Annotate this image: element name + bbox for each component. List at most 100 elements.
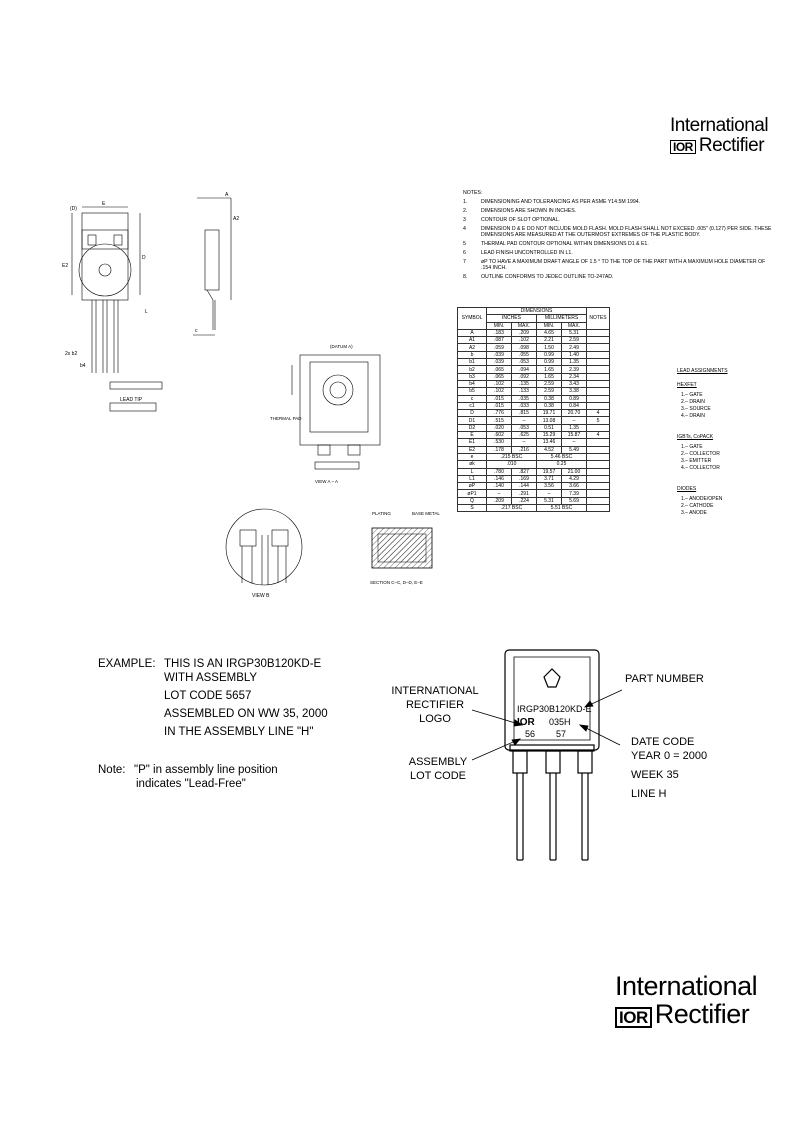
table-cell: .053 [511, 423, 537, 433]
table-cell: .053 [511, 358, 537, 367]
table-cell: 0.84 [561, 401, 587, 411]
table-cell [586, 358, 610, 367]
example-label: EXAMPLE: [98, 658, 156, 670]
note-item: 4 DIMENSION D & E DO NOT INCLUDE MOLD FLA… [463, 226, 773, 238]
table-cell: .144 [511, 482, 537, 491]
note-number: 2. [463, 208, 468, 214]
note-label: Note: [98, 764, 126, 776]
table-cell: 2.34 [561, 372, 587, 381]
table-cell: .102 [511, 336, 537, 345]
table-cell: 15.87 [561, 431, 587, 440]
table-cell: A1 [457, 336, 487, 345]
note-text: øP TO HAVE A MAXIMUM DRAFT ANGLE OF 1.5 … [481, 259, 766, 271]
label-date-code: DATE CODE YEAR 0 = 2000 WEEK 35 LINE H [631, 736, 708, 800]
table-cell: E [457, 431, 487, 440]
svg-text:A: A [225, 192, 229, 198]
table-cell: 2.21 [536, 336, 562, 345]
note-number: 4 [463, 226, 466, 232]
table-cell: .217 BSC [486, 503, 537, 513]
table-cell: 4 [586, 409, 610, 418]
table-cell: .065 [486, 365, 512, 374]
table-cell: 3.43 [561, 379, 587, 389]
table-cell: .033 [511, 401, 537, 411]
table-cell: .065 [486, 372, 512, 381]
table-cell: .020 [486, 423, 512, 433]
marking-lot-1: 56 [525, 729, 535, 739]
table-cell: 0.38 [536, 401, 562, 411]
plating-label: PLATING [372, 511, 391, 516]
table-cell: .140 [486, 482, 512, 491]
svg-text:A2: A2 [233, 216, 239, 222]
lead-item: 3.– EMITTER [681, 458, 712, 464]
table-cell: .224 [511, 496, 537, 506]
note-number: 8. [463, 274, 468, 280]
note-number: 1. [463, 199, 468, 205]
notes-title: NOTES: [463, 190, 483, 196]
table-cell: 1.65 [536, 372, 562, 381]
view-a-a-label: VIEW A – A [315, 479, 338, 484]
svg-text:b4: b4 [80, 363, 86, 369]
lead-group-title: DIODES [677, 486, 697, 492]
table-cell [586, 394, 610, 403]
note-text: DIMENSION D & E DO NOT INCLUDE MOLD FLAS… [481, 226, 772, 238]
table-cell: 13.08 [536, 416, 562, 425]
table-cell: 2.39 [561, 365, 587, 374]
table-cell: .602 [486, 431, 512, 440]
example-block: EXAMPLE: THIS IS AN IRGP30B120KD-E WITH … [98, 657, 328, 791]
note-text: LEAD FINISH UNCONTROLLED IN L1. [481, 250, 573, 256]
table-cell [586, 336, 610, 345]
table-cell: 2.59 [536, 387, 562, 396]
table-cell: – [561, 416, 587, 425]
table-cell: .015 [486, 394, 512, 403]
table-cell: e [457, 452, 487, 462]
table-cell: .827 [511, 467, 537, 476]
note-item: 8.OUTLINE CONFORMS TO JEDEC OUTLINE TO-2… [463, 274, 773, 280]
table-cell: E1 [457, 438, 487, 447]
lead-item: 1.– GATE [681, 392, 703, 398]
base-metal-label: BASE METAL [412, 511, 440, 516]
col-dimensions: DIMENSIONS [486, 306, 587, 316]
table-cell: 3.71 [536, 474, 562, 484]
table-cell: .035 [511, 394, 537, 403]
table-cell: .039 [486, 358, 512, 367]
lead-item: 4.– COLLECTOR [681, 465, 720, 471]
note-item: 1.DIMENSIONING AND TOLERANCING AS PER AS… [463, 199, 773, 205]
table-cell: b4 [457, 379, 487, 389]
table-cell [586, 350, 610, 360]
table-cell: D1 [457, 416, 487, 425]
table-cell: c [457, 394, 487, 403]
marking-date-code: 035H [549, 717, 571, 727]
table-cell: øk [457, 460, 487, 469]
table-cell [586, 372, 610, 381]
table-row: E1.530–13.46– [457, 438, 610, 447]
table-cell: .183 [486, 328, 512, 338]
table-cell: b1 [457, 358, 487, 367]
ior-mark: IOR [670, 140, 696, 154]
view-b-label: VIEW B [252, 593, 270, 599]
col-mm: MILLIMETERS [536, 314, 587, 323]
example-line: IN THE ASSEMBLY LINE "H" [164, 726, 314, 738]
svg-text:(DATUM A): (DATUM A) [330, 344, 353, 349]
table-cell: 1.40 [561, 350, 587, 360]
logo-line-international: International [670, 115, 769, 136]
svg-text:E: E [102, 201, 106, 207]
table-cell: .102 [486, 387, 512, 396]
table-cell: .815 [511, 409, 537, 418]
table-cell: .776 [486, 409, 512, 418]
table-cell [586, 474, 610, 484]
table-cell: c1 [457, 401, 487, 411]
table-cell: 2.59 [561, 336, 587, 345]
table-cell: 5 [586, 416, 610, 425]
